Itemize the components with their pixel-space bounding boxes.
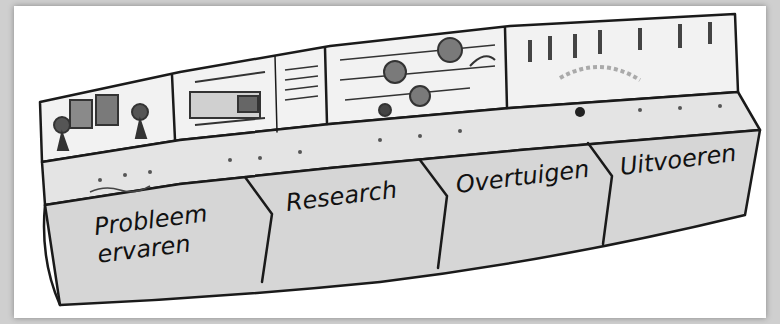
stage-segment: Overtuigen (452, 170, 594, 202)
stage-segment: Research (282, 188, 402, 220)
stage-segment: Uitvoeren (616, 152, 741, 184)
stage-segment: Probleem ervaren (92, 212, 242, 271)
